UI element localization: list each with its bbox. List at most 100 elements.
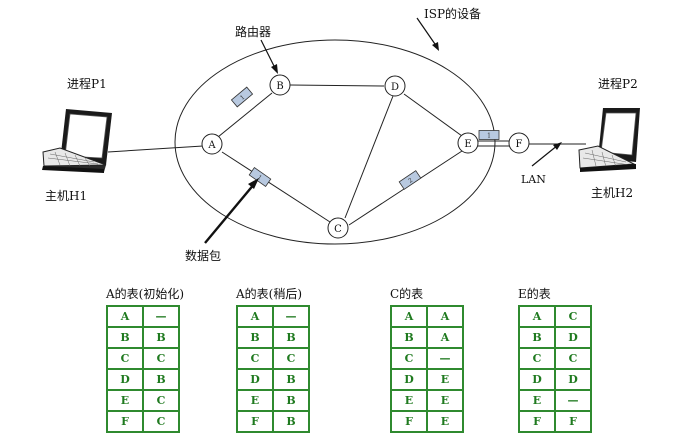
next-hop-cell: E [427,369,463,390]
svg-text:C: C [334,224,342,235]
network-links [107,84,586,226]
arrow-isp-head [432,42,439,51]
table-row: A— [107,306,179,327]
link-c-d [344,95,394,219]
link-h1-a [107,145,204,153]
next-hop-cell: C [555,306,591,327]
next-hop-cell: D [555,327,591,348]
next-hop-cell: A [427,306,463,327]
table-row: C— [391,348,463,369]
packet-label: 1 [239,94,246,102]
packet-label: 1 [487,133,491,140]
destination-cell: A [107,306,143,327]
next-hop-cell: E [427,411,463,432]
table-row: A— [237,306,309,327]
destination-cell: F [519,411,555,432]
router-node-a: A [201,133,223,155]
table-row: E— [519,390,591,411]
packet-on-ce: 2 [398,170,422,190]
next-hop-cell: C [143,390,179,411]
table-title: A的表(初始化) [106,287,185,301]
table-title: E的表 [518,287,551,301]
packet-label: 1 [256,174,263,182]
arrow-packet-head [248,178,259,189]
destination-cell: F [237,411,273,432]
arrow-isp [416,17,438,48]
destination-cell: D [237,369,273,390]
next-hop-cell: — [143,306,179,327]
svg-text:A: A [207,140,216,151]
next-hop-cell: B [273,369,309,390]
table-title: C的表 [390,287,424,301]
next-hop-cell: D [555,369,591,390]
next-hop-cell: B [273,390,309,411]
router-label: 路由器 [235,24,271,39]
arrow-router-head [271,64,278,74]
callout-arrows [204,17,562,244]
packet-on-ab: 1 [230,86,254,108]
destination-cell: B [107,327,143,348]
destination-cell: E [391,390,427,411]
router-node-d: D [384,75,406,97]
link-a-c [221,151,331,223]
next-hop-cell: C [273,348,309,369]
next-hop-cell: C [143,348,179,369]
packet-on-ef: 1 [478,130,500,140]
destination-cell: A [519,306,555,327]
destination-cell: E [107,390,143,411]
host-h1-label: 主机H1 [45,189,87,203]
destination-cell: C [237,348,273,369]
link-a-b [217,92,273,138]
svg-text:D: D [391,82,399,93]
router-node-e: E [457,132,479,154]
isp-label: ISP的设备 [424,6,481,21]
destination-cell: F [107,411,143,432]
svg-text:F: F [516,139,523,150]
next-hop-cell: — [427,348,463,369]
destination-cell: B [391,327,427,348]
destination-cell: E [519,390,555,411]
router-node-b: B [269,74,291,96]
link-b-d [289,84,385,87]
link-d-e [403,93,463,137]
laptop-h1-icon [42,109,112,173]
next-hop-cell: A [427,327,463,348]
table-title: A的表(稍后) [236,287,303,301]
destination-cell: A [391,306,427,327]
next-hop-cell: F [555,411,591,432]
arrow-lan [531,144,559,167]
destination-cell: C [391,348,427,369]
svg-text:E: E [464,139,471,150]
lan-label: LAN [521,173,546,186]
destination-cell: B [519,327,555,348]
destination-cell: D [391,369,427,390]
next-hop-cell: — [555,390,591,411]
isp-boundary [174,39,496,245]
next-hop-cell: E [427,390,463,411]
packet-label: 2 [407,177,414,185]
next-hop-cell: — [273,306,309,327]
